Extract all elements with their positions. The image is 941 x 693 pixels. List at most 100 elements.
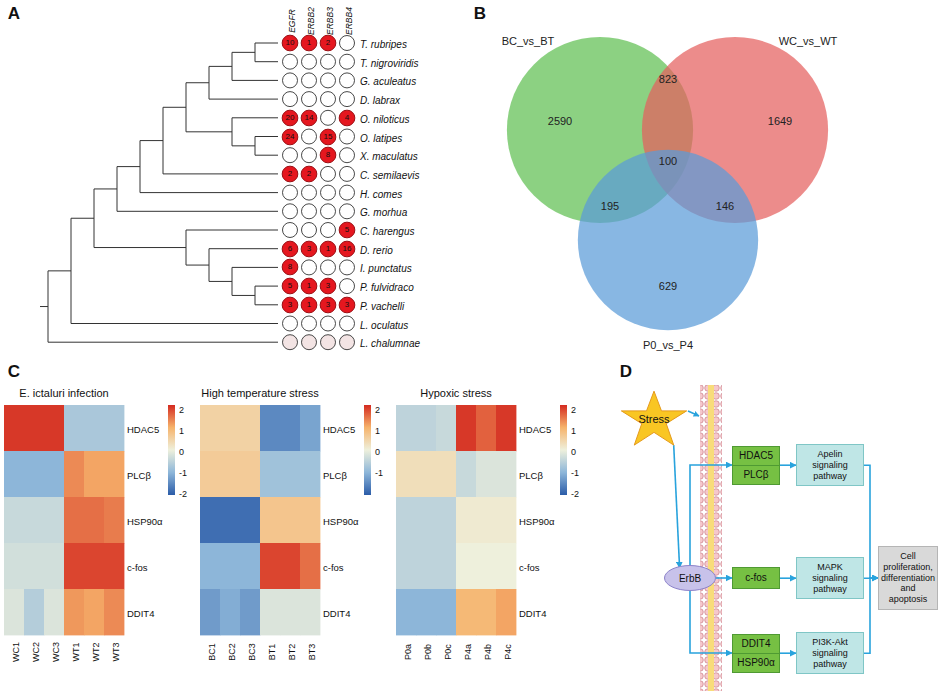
heatmap-cell <box>300 497 320 543</box>
count-circle-outline <box>282 297 298 313</box>
heatmap-cell <box>260 589 280 635</box>
heatmap-cell <box>24 497 44 543</box>
species-name: I. punctatus <box>360 263 412 274</box>
heatmap-cell <box>496 405 516 451</box>
text-anchor: 629 <box>659 276 677 294</box>
heatmap-cell <box>200 543 220 589</box>
panel-letter: C <box>8 362 20 381</box>
overlap-count: 195 <box>601 200 619 212</box>
label-anchor: PLCβ <box>519 465 543 483</box>
tree-branch <box>255 304 278 305</box>
species-name: C. harengus <box>360 226 414 237</box>
label-anchor: 0 <box>179 441 184 459</box>
heatmap-cell <box>280 589 300 635</box>
scale-value: 2 <box>375 405 380 415</box>
label-anchor: 1 <box>375 420 380 438</box>
heatmap-cell <box>4 543 24 589</box>
receptor-ellipse: ErbB <box>664 565 716 591</box>
heatmap-cell <box>396 405 416 451</box>
label-anchor: I. punctatus <box>360 258 412 276</box>
label-anchor: c-fos <box>323 557 344 575</box>
scale-value: 2 <box>571 405 576 415</box>
label-anchor: DDIT4 <box>323 603 350 621</box>
gene-count: 10 <box>286 39 295 47</box>
empty-circle <box>283 223 298 238</box>
label-anchor: BT1 <box>261 644 279 661</box>
gene-column-header: ERBB4 <box>344 7 354 35</box>
pathway-box: MAPK signaling pathway <box>796 557 864 599</box>
heatmap-cell <box>496 543 516 589</box>
heatmap-cell <box>436 589 456 635</box>
label-anchor: 1 <box>571 420 576 438</box>
sample-label: WC1 <box>11 642 21 662</box>
heatmap-cell <box>84 543 104 589</box>
node-text: PI3K-Akt signaling pathway <box>799 637 861 669</box>
count-circle-outline <box>339 297 355 313</box>
tree-branch <box>48 270 71 271</box>
count-circle-outline <box>282 260 298 276</box>
gene-label: HDAC5 <box>127 424 159 435</box>
text-anchor: 1649 <box>768 111 792 129</box>
gene-label: c-fos <box>127 562 148 573</box>
gene-count: 3 <box>326 282 330 290</box>
tree-branch <box>163 173 278 174</box>
gene-count: 3 <box>307 245 311 253</box>
label-anchor: ERBB3 <box>319 7 337 35</box>
outcome-box: Cell proliferation, differentiation and … <box>878 546 938 610</box>
heatmap-cell <box>4 405 24 451</box>
label-anchor: 0 <box>375 441 380 459</box>
gene-count-circle: 1 <box>320 241 336 257</box>
label-anchor: 823 <box>659 69 677 87</box>
sample-label: BC2 <box>227 643 237 661</box>
heatmap-cell <box>200 405 220 451</box>
node-text: Stress <box>638 413 669 425</box>
sample-label: BC3 <box>247 643 257 661</box>
label-anchor: WC1 <box>5 642 23 662</box>
heatmap-cell <box>240 451 260 497</box>
sample-label: P4b <box>483 644 493 660</box>
heatmap-title: E. ictaluri infection <box>19 387 108 399</box>
tree-branch <box>186 230 278 231</box>
sample-label: BC1 <box>207 643 217 661</box>
heatmap-cell <box>476 405 496 451</box>
empty-circle <box>302 204 317 219</box>
species-name: C. semilaevis <box>360 170 419 181</box>
empty-circle <box>340 316 355 331</box>
count-circle-outline <box>301 35 317 51</box>
sample-label: P0b <box>423 644 433 660</box>
label-anchor: HSP90α <box>127 511 163 529</box>
gene-count: 2 <box>326 39 330 47</box>
label-anchor: P4b <box>477 644 495 660</box>
heatmap-cell <box>476 589 496 635</box>
heatmap-cell <box>44 451 64 497</box>
heatmap-cell <box>24 543 44 589</box>
gene-count: 1 <box>307 39 311 47</box>
gene-count-circle: 1 <box>301 35 317 51</box>
heatmap-cell <box>64 405 84 451</box>
heatmap-cell <box>396 451 416 497</box>
count-circle-outline <box>320 35 336 51</box>
gene-count: 6 <box>288 245 292 253</box>
count-circle-outline <box>320 278 336 294</box>
gene-count-circle: 10 <box>282 35 298 51</box>
heatmap-cell <box>476 497 496 543</box>
empty-circle <box>340 335 355 350</box>
label-anchor: ERBB4 <box>338 7 356 35</box>
empty-circle <box>321 260 336 275</box>
gene-label: PLCβ <box>323 470 347 481</box>
count-circle-outline <box>301 241 317 257</box>
gene-label: HDAC5 <box>519 424 551 435</box>
heatmap-cell <box>456 497 476 543</box>
label-anchor: X. maculatus <box>360 146 418 164</box>
scale-value: -2 <box>179 489 187 499</box>
empty-circle <box>340 54 355 69</box>
heatmap-cell <box>44 497 64 543</box>
count-circle-outline <box>282 35 298 51</box>
set-count: 1649 <box>768 115 792 127</box>
heatmap-cell <box>396 497 416 543</box>
label-anchor: HSP90α <box>323 511 359 529</box>
gene-count-circle: 16 <box>339 241 355 257</box>
label-anchor: P. fulvidraco <box>360 277 414 295</box>
stress-star: Stress <box>620 390 688 448</box>
tree-branch <box>232 80 278 81</box>
